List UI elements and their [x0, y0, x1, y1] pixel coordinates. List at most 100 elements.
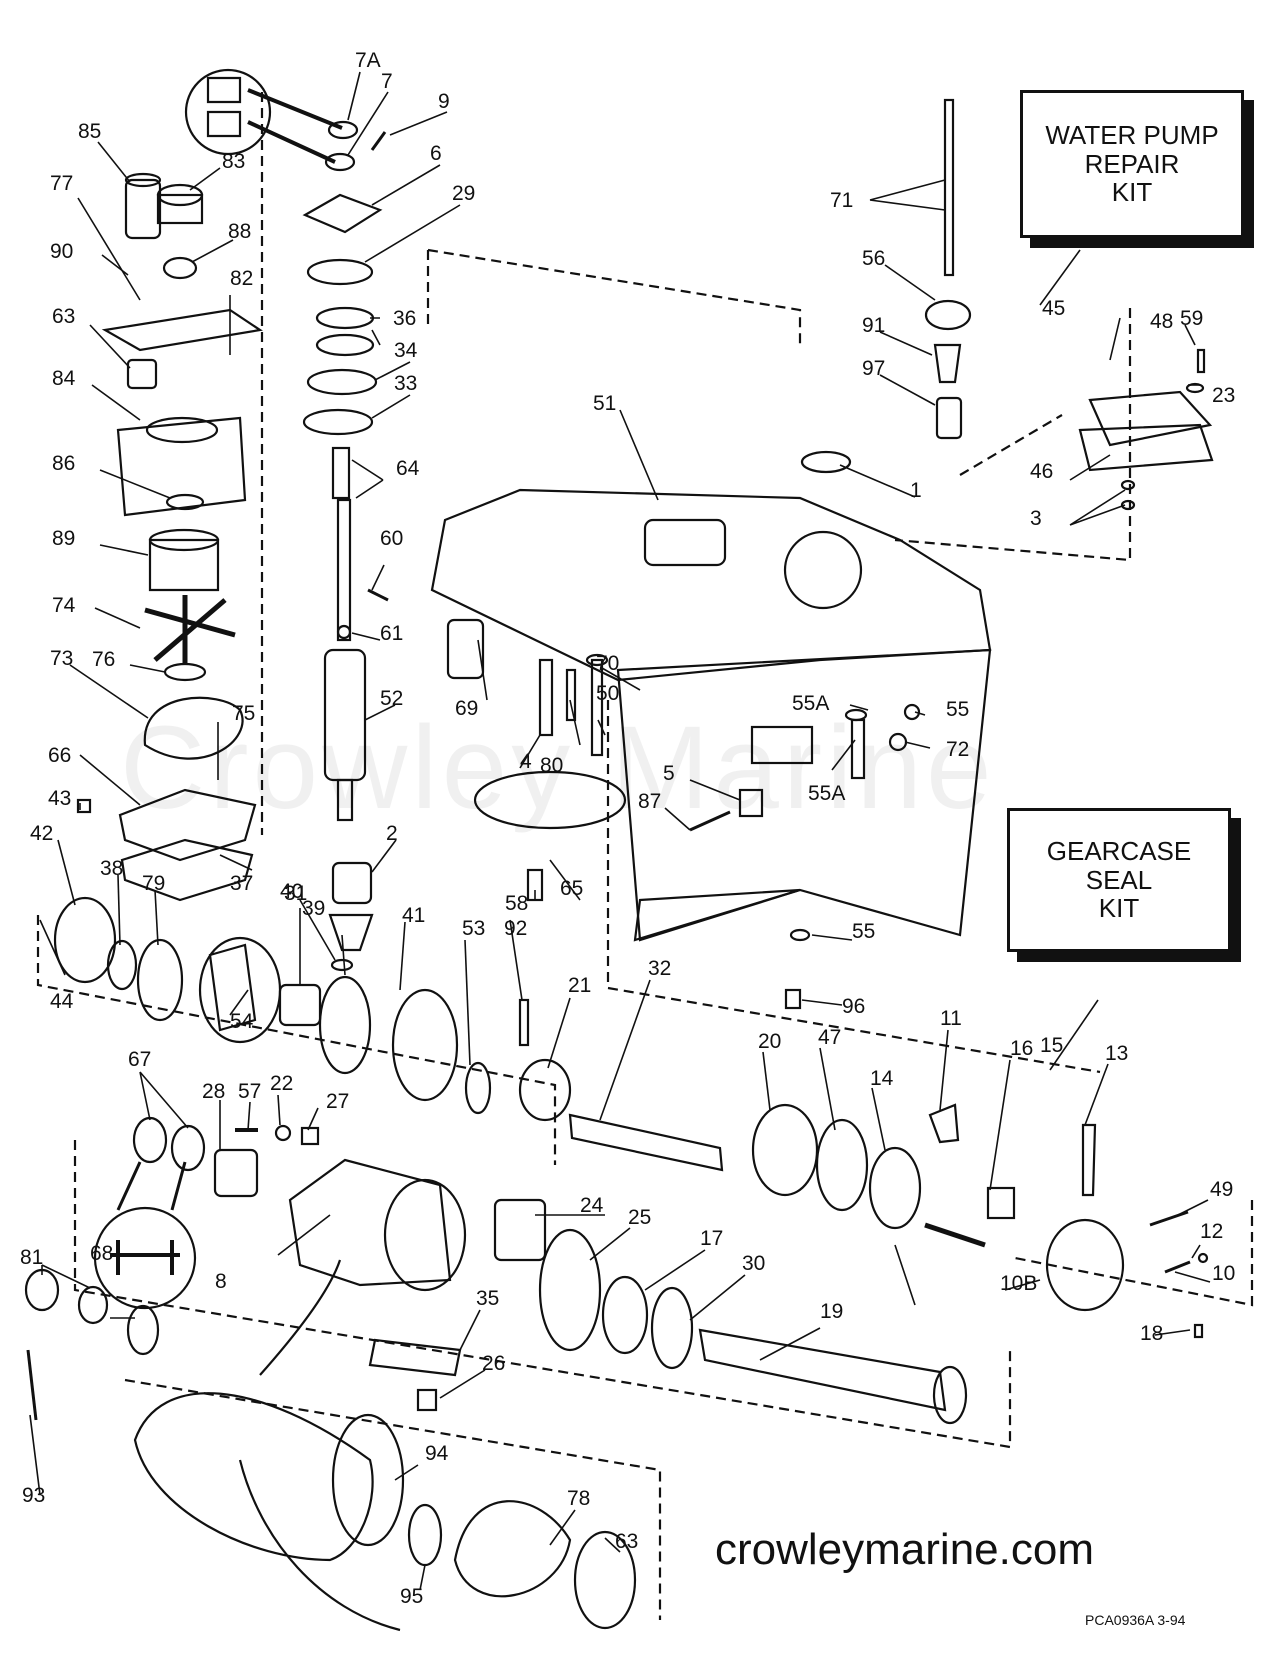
part-88 [162, 256, 198, 280]
dashed-guide [606, 700, 1101, 1074]
part-callout-47: 47 [818, 1026, 841, 1049]
bearing-detail [110, 1240, 180, 1275]
part-17 [538, 1228, 602, 1352]
part-callout-36: 36 [393, 307, 416, 330]
part-callout-91: 91 [862, 314, 885, 337]
watermark: Crowley Marine [120, 702, 996, 834]
part-callout-17: 17 [700, 1227, 723, 1250]
propeller-hub [133, 1392, 374, 1562]
part-59 [1185, 382, 1205, 394]
part-53 [518, 998, 530, 1047]
part-callout-26: 26 [482, 1352, 505, 1375]
part-95 [453, 1500, 572, 1598]
detail-leader [116, 1161, 187, 1211]
part-callout-21: 21 [568, 974, 591, 997]
part-91 [935, 396, 963, 440]
gearcase-seal-kit-box: GEARCASE SEAL KIT [1007, 808, 1231, 952]
part-54 [464, 1061, 492, 1115]
part-callout-13: 13 [1105, 1042, 1128, 1065]
part-41-pinion [328, 913, 374, 952]
part-callout-59: 59 [1180, 307, 1203, 330]
part-callout-60: 60 [380, 527, 403, 550]
part-callout-94: 94 [425, 1442, 449, 1465]
part-77 [101, 308, 263, 352]
part-2 [331, 861, 373, 905]
part-5 [689, 810, 731, 832]
part-callout-52: 52 [380, 687, 403, 710]
part-7 [324, 152, 356, 172]
part-callout-24: 24 [580, 1194, 604, 1217]
part-callout-19: 19 [820, 1300, 843, 1323]
kit-line: WATER PUMP [1045, 120, 1219, 151]
part-29 [306, 258, 374, 286]
part-callout-78: 78 [567, 1487, 590, 1510]
gearcase-lower [616, 648, 992, 942]
part-36 [315, 306, 375, 330]
part-58 [518, 1058, 572, 1122]
part-6 [302, 193, 383, 234]
part-callout-53: 53 [462, 917, 485, 940]
part-callout-63: 63 [615, 1530, 638, 1553]
gearcase-bore [783, 530, 863, 610]
part-32 [751, 1103, 819, 1197]
part-35 [416, 1388, 438, 1412]
part-callout-57: 57 [238, 1080, 261, 1103]
part-4 [738, 788, 764, 818]
website-url[interactable]: crowleymarine.com [715, 1525, 1094, 1574]
part-callout-39: 39 [302, 897, 325, 920]
part-63-rod [943, 98, 955, 277]
part-callout-18: 18 [1140, 1322, 1163, 1345]
part-callout-97: 97 [862, 357, 885, 380]
dashed-guide [894, 308, 1132, 562]
part-callout-54: 54 [230, 1010, 254, 1033]
part-50 [565, 668, 577, 722]
part-69 [585, 653, 609, 667]
part-callout-30: 30 [742, 1252, 765, 1275]
part-callout-48: 48 [1150, 310, 1173, 333]
part-63-left [126, 358, 158, 390]
kit-line: KIT [1111, 177, 1153, 208]
part-callout-20: 20 [758, 1030, 781, 1053]
part-callout-44: 44 [50, 990, 74, 1013]
part-callout-65: 65 [560, 877, 583, 900]
part-callout-28: 28 [202, 1080, 225, 1103]
part-33 [302, 408, 374, 436]
part-44 [208, 943, 257, 1032]
part-38 [106, 939, 138, 991]
part-1-gearcase [430, 488, 992, 682]
part-callout-1: 1 [910, 479, 922, 502]
part-61 [336, 624, 352, 640]
part-10 [1045, 1218, 1125, 1312]
part-31 [330, 958, 354, 972]
part-callout-31: 31 [284, 882, 307, 905]
part-callout-46: 46 [1030, 460, 1053, 483]
part-callout-7a: 7A [355, 49, 381, 72]
part-callout-25: 25 [628, 1206, 651, 1229]
part-callout-23: 23 [1212, 384, 1235, 407]
dashed-guide [1009, 1200, 1254, 1307]
part-callout-82: 82 [230, 267, 253, 290]
part-callout-34: 34 [394, 339, 418, 362]
part-callout-50: 50 [596, 682, 619, 705]
part-callout-70: 70 [596, 652, 619, 675]
part-67 [24, 1268, 60, 1312]
part-callout-85: 85 [78, 120, 101, 143]
part-callout-11: 11 [940, 1007, 962, 1030]
part-callout-66: 66 [48, 744, 71, 767]
part-19 [650, 1286, 694, 1370]
part-callout-32: 32 [648, 957, 671, 980]
part-30 [601, 1275, 649, 1355]
part-13 [986, 1186, 1016, 1220]
part-27b [170, 1124, 206, 1172]
part-81 [126, 1304, 160, 1356]
part-callout-43: 43 [48, 787, 71, 810]
part-callout-38: 38 [100, 857, 123, 880]
part-callout-8: 8 [215, 1270, 227, 1293]
part-callout-6: 6 [430, 142, 442, 165]
part-48 [1196, 348, 1206, 374]
part-15 [924, 1222, 986, 1248]
part-57 [274, 1124, 292, 1142]
part-86 [165, 493, 205, 511]
part-callout-68: 68 [90, 1242, 113, 1265]
kit-line: GEARCASE [1046, 836, 1192, 867]
